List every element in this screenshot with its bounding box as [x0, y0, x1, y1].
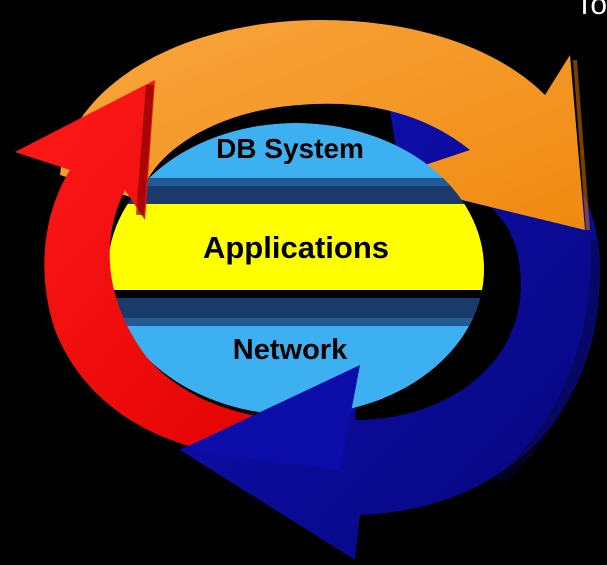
- label-db-system: DB System: [216, 133, 364, 164]
- blue-arrowhead-front: [180, 365, 360, 470]
- label-network: Network: [233, 334, 348, 366]
- center-circle: [108, 123, 484, 415]
- red-cycle-arrow: [15, 80, 330, 458]
- label-applications: Applications: [203, 230, 389, 265]
- orange-cycle-arrow: [60, 20, 590, 231]
- header-text-fragment: To: [575, 0, 607, 21]
